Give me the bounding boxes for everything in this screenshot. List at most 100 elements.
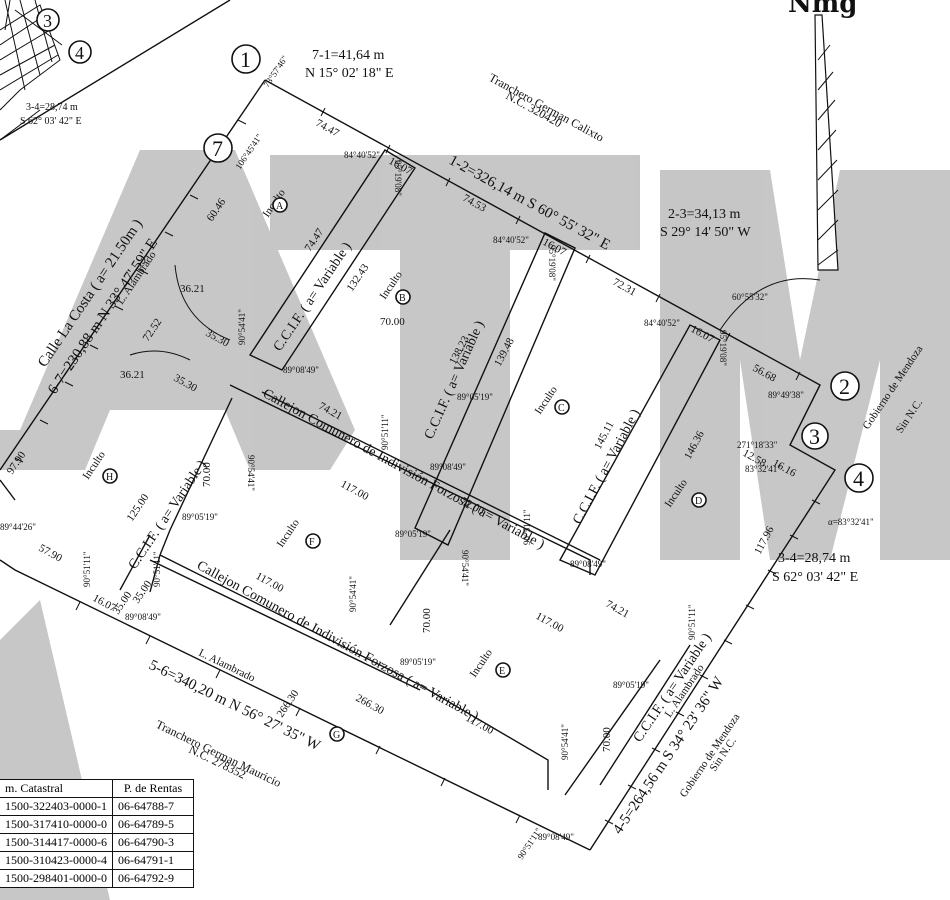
rentas-cell: 06-64788-7 xyxy=(112,797,194,816)
angle-label: 106°45'41" xyxy=(233,132,264,171)
lot-letter: G xyxy=(333,730,340,741)
corner-4-label: 4 xyxy=(853,466,864,491)
lot-marker xyxy=(395,289,411,305)
lot-marker xyxy=(305,533,321,549)
catastral-cell: 1500-322403-0000-1 xyxy=(0,797,113,816)
table-header-catastral: m. Catastral xyxy=(0,779,113,798)
angle-label: 89°08'49" xyxy=(430,462,466,472)
corner-1-marker xyxy=(231,44,261,74)
dimension-label: 70.00 xyxy=(421,608,433,633)
angle-label: 89°44'26" xyxy=(0,522,36,532)
neighbor-corner-4-label: 4 xyxy=(75,43,84,63)
corner-3-marker xyxy=(801,422,829,450)
angle-label: 90°51'11" xyxy=(522,509,532,545)
angle-label: 60°55'32" xyxy=(732,292,768,302)
angle-label: 95°19'08" xyxy=(547,245,557,281)
lot-letter: C xyxy=(558,403,565,414)
dimension-label: 266.30 xyxy=(354,692,387,717)
lot-letter: H xyxy=(106,472,113,483)
catastral-cell: 1500-310423-0000-4 xyxy=(0,851,113,870)
corner-markers: 1 2 3 4 7 3 4 xyxy=(36,8,874,493)
angle-label: 271°18'33" xyxy=(737,440,778,450)
angle-label: 89°05'19" xyxy=(395,529,431,539)
alambrado-bottom: L. Alambrado xyxy=(197,647,258,685)
neighbor-corner-4-marker xyxy=(68,40,92,64)
dimension-label: 36.21 xyxy=(120,369,145,381)
angle-label: 89°05'19" xyxy=(400,657,436,667)
neighbor-corner-3-label: 3 xyxy=(43,11,52,31)
angle-arc xyxy=(719,278,821,331)
lot-letter: A xyxy=(276,201,284,212)
angle-label: 89°05'19" xyxy=(182,512,218,522)
dimension-label: 72.31 xyxy=(611,276,638,298)
dimension-label: 36.21 xyxy=(180,283,205,295)
lot-label: Inculto xyxy=(468,647,496,680)
boundary-ticks xyxy=(14,107,821,825)
angle-label: 90°51'11" xyxy=(380,414,390,450)
lot-letter: F xyxy=(309,537,315,548)
lot-letter: D xyxy=(695,496,702,507)
side-2-3-bearing: S 29° 14' 50" W xyxy=(660,225,751,240)
angle-label: 90°51'11" xyxy=(515,826,543,861)
side-2-3-length: 2-3=34,13 m xyxy=(668,207,741,222)
dimension-label: 70.00 xyxy=(201,462,213,487)
catastral-cell: 1500-298401-0000-0 xyxy=(0,869,113,888)
lot-marker xyxy=(272,197,288,213)
dimension-label: 74.21 xyxy=(604,598,631,620)
cadastral-table: m. Catastral P. de Rentas 1500-322403-00… xyxy=(0,779,194,888)
lot-marker xyxy=(691,492,707,508)
rentas-cell: 06-64789-5 xyxy=(112,815,194,834)
neighbor-parcel xyxy=(0,0,63,141)
side-3-4-length: 3-4=28,74 m xyxy=(778,551,851,566)
lot-marker xyxy=(329,726,345,742)
angle-label: 90°54'41" xyxy=(348,576,358,612)
lot-marker xyxy=(554,399,570,415)
angle-label: 84°40'52" xyxy=(644,318,680,328)
dimension-label: 57.90 xyxy=(37,542,65,565)
dimension-label: 70.00 xyxy=(380,316,405,328)
north-label: Nmg xyxy=(788,0,857,19)
angle-label: 89°49'38" xyxy=(768,390,804,400)
corner-3-label: 3 xyxy=(809,424,820,449)
angle-label: 90°51'11" xyxy=(687,604,697,640)
dimension-label: 70.00 xyxy=(601,727,613,752)
corner-2-marker xyxy=(830,371,860,401)
angle-label: 89°08'49" xyxy=(538,832,574,842)
dimension-label: 266.30 xyxy=(275,687,302,719)
angle-label: 90°54'41" xyxy=(237,309,247,345)
boundary xyxy=(0,0,836,851)
dimension-label: 117.00 xyxy=(464,712,496,737)
lot-marker xyxy=(102,468,118,484)
angle-label: 95°19'08" xyxy=(393,160,403,196)
rentas-cell: 06-64790-3 xyxy=(112,833,194,852)
catastral-cell: 1500-314417-0000-6 xyxy=(0,833,113,852)
angle-label: 89°08'49" xyxy=(570,559,606,569)
angle-label: 90°54'41" xyxy=(460,550,470,586)
side-7-1-bearing: N 15° 02' 18" E xyxy=(305,66,394,81)
lot-letter: B xyxy=(399,293,406,304)
corner-1-label: 1 xyxy=(240,47,251,72)
angle-label: 90°51'11" xyxy=(152,551,162,587)
lot-letter: E xyxy=(499,666,505,677)
corner-7-label: 7 xyxy=(212,136,223,161)
angle-label: 95°19'08" xyxy=(718,330,728,366)
north-arrow: Nmg xyxy=(788,0,857,271)
angle-label: 90°54'41" xyxy=(246,455,256,491)
angle-label: 89°08'49" xyxy=(283,365,319,375)
angle-label: 90°51'11" xyxy=(82,551,92,587)
rentas-cell: 06-64792-9 xyxy=(112,869,194,888)
lot-lines xyxy=(119,149,721,796)
corner-2-label: 2 xyxy=(839,374,850,399)
angle-label: 73°57'46" xyxy=(261,53,290,89)
side-7-1-length: 7-1=41,64 m xyxy=(312,48,385,63)
neighbor-side-3-4-length: 3-4=28,74 m xyxy=(26,102,78,113)
rentas-cell: 06-64791-1 xyxy=(112,851,194,870)
neighbor-corner-3-marker xyxy=(36,8,60,32)
dimension-label: 125.00 xyxy=(125,491,152,523)
angle-label: 84°40'52" xyxy=(493,235,529,245)
